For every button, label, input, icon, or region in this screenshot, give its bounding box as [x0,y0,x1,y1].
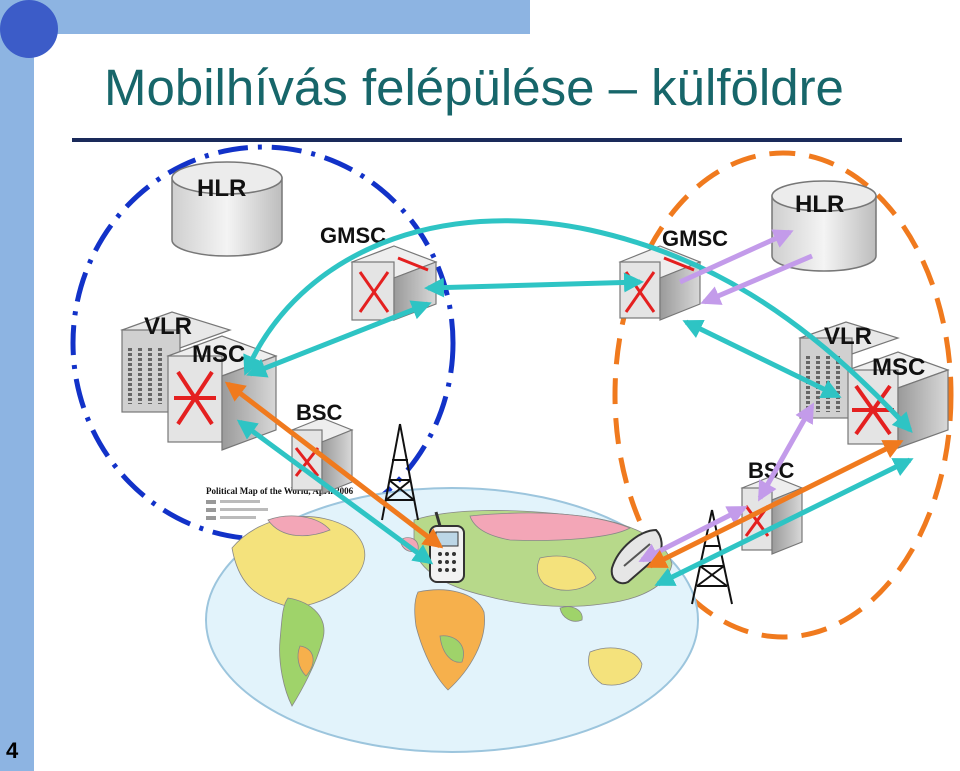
home-hlr-database: HLR [171,161,283,257]
visited-vlr-label: VLR [824,323,872,350]
home-msc-label: MSC [192,341,245,368]
visited-msc-label: MSC [872,354,925,381]
home-msc-switch: MSC [166,335,278,451]
home-orange-arrow [224,381,444,549]
corner-circle-decoration [0,0,58,58]
visited-hlr-database: HLR [771,180,877,272]
visited-gmsc-msc-arrow [682,319,842,399]
home-network-boundary [70,144,456,542]
gmsc-to-gmsc-arrow [424,272,644,298]
visited-msc-switch: MSC [846,351,950,449]
gmsc-to-hlr-arrow [678,229,794,285]
signal-arrows [224,218,914,587]
visited-gmsc-label: GMSC [662,226,728,251]
home-bsc-label: BSC [296,400,343,425]
visited-hlr-label: HLR [795,191,844,218]
home-hlr-label: HLR [197,175,246,202]
left-sidebar-bar [0,0,34,771]
home-vlr-label: VLR [144,313,192,340]
hlr-to-gmsc-arrow [700,253,813,305]
home-gmsc-msc-arrow [246,300,432,378]
top-header-bar [34,0,530,34]
slide-title: Mobilhívás felépülése – külföldre [104,59,844,116]
home-msc-switch-icon [174,370,216,426]
slide-number: 4 [6,738,19,763]
visited-msc-phone-arrow [654,457,914,587]
title-underline [72,138,902,142]
